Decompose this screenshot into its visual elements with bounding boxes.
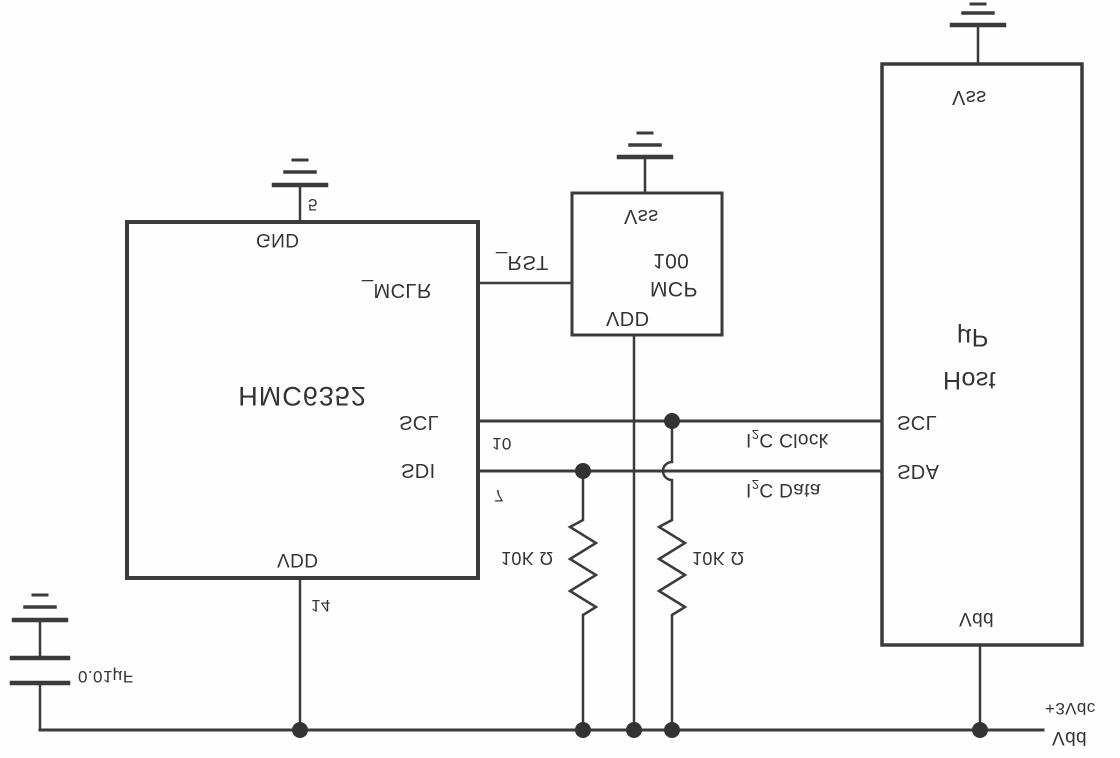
rail-vdd-label: Vdd (1052, 727, 1088, 748)
mcp100-title-line2: 100 (653, 249, 690, 272)
rail-voltage-label: +3Vdc (1045, 699, 1096, 718)
hmc6352-pin-sdi-label: SDI (401, 459, 436, 481)
hmc6352-title: HMC6352 (238, 381, 367, 411)
capacitor-ground-symbol (11, 593, 69, 623)
capacitor-value-label: 0.01µF (78, 667, 134, 686)
host-title-line2: µP (957, 323, 989, 351)
hmc6352-pin-scl-label: SCL (399, 411, 440, 433)
scl-pullup-value-label: 10K Ω (692, 548, 745, 568)
junction-dot (626, 722, 642, 738)
host-up-box (880, 62, 1084, 647)
scl-pullup-resistor (656, 419, 688, 732)
junction-dot (664, 413, 680, 429)
junction-dot (664, 722, 680, 738)
junction-dot (575, 463, 591, 479)
hmc6352-pin-number-14: 14 (311, 596, 331, 615)
mcp100-ground-symbol (616, 131, 674, 160)
host-ground-symbol (949, 2, 1007, 28)
hmc6352-pin-gnd-label: GND (256, 229, 300, 250)
hmc6352-pin-mclr-label: _MCLR (362, 279, 432, 301)
i2c-data-net-label: I2C Data (746, 477, 821, 500)
host-pin-sda-label: SDA (897, 460, 940, 482)
hmc6352-pin-vdd-label: VDD (277, 549, 319, 570)
sda-pullup-value-label: 10K Ω (501, 548, 554, 568)
mcp100-pin-vss-label: Vss (624, 205, 659, 227)
junction-dot (575, 722, 591, 738)
host-pin-vdd-label: Vdd (959, 608, 995, 629)
junction-dot (292, 722, 308, 738)
mcp100-box (570, 191, 724, 337)
host-pin-vss-label: Vss (952, 86, 987, 108)
hmc6352-pin-number-5: 5 (308, 195, 318, 214)
hmc6352-pin-number-7: 7 (494, 486, 504, 505)
sda-pullup-resistor (567, 469, 599, 732)
junction-dots (292, 413, 988, 738)
host-title-line1: Host (943, 366, 997, 394)
hmc6352-pin-number-10: 10 (492, 434, 512, 453)
i2c-clock-net-label: I2C Clock (746, 427, 829, 450)
host-pin-scl-label: SCL (897, 411, 938, 433)
mcp100-pin-rst-label: _RST (496, 251, 549, 273)
hmc6352-box (125, 220, 480, 580)
mcp100-title-line1: MCP (650, 277, 698, 300)
mcp100-pin-vdd-label: VDD (606, 307, 650, 329)
junction-dot (972, 722, 988, 738)
hmc6352-ground-symbol (271, 158, 329, 188)
